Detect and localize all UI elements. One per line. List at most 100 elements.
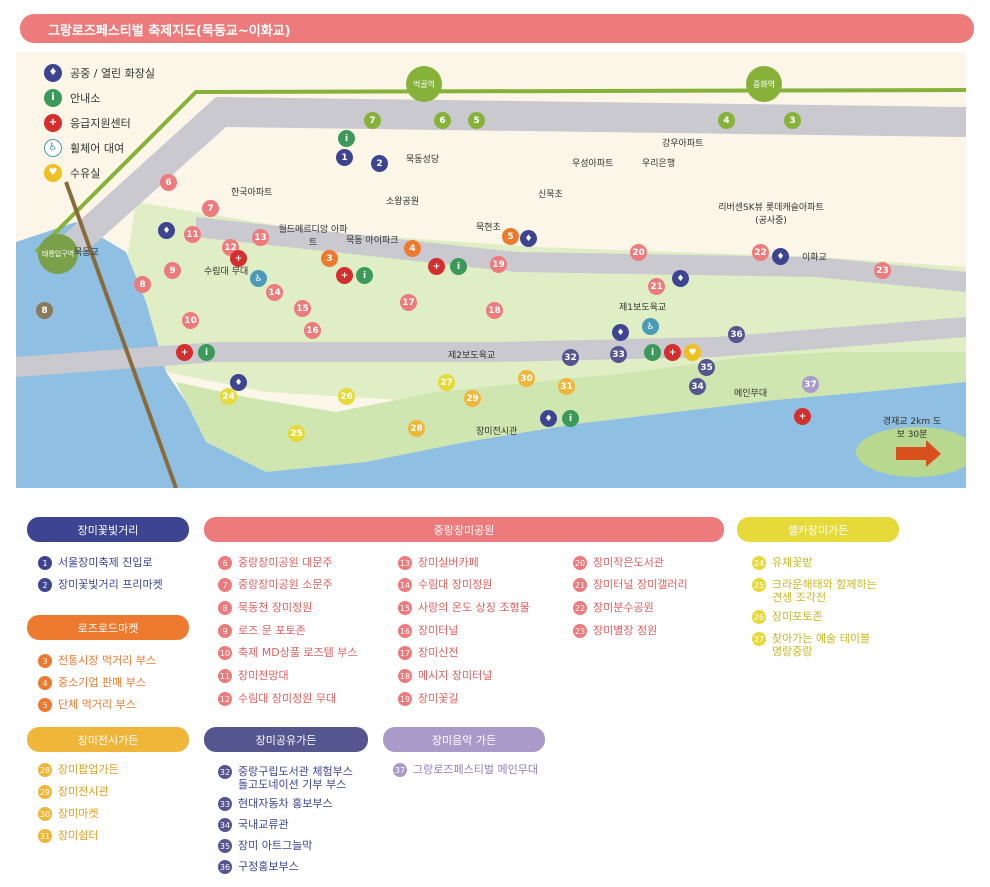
marker-32[interactable]: 32 [562,349,579,366]
marker-8-gray[interactable]: 8 [36,302,53,319]
marker-3[interactable]: 3 [321,250,338,267]
toilet-icon[interactable]: ♦ [520,230,537,247]
marker-23[interactable]: 23 [874,262,891,279]
toilet-icon[interactable]: ♦ [672,270,689,287]
toilet-icon[interactable]: ♦ [158,222,175,239]
marker-27[interactable]: 27 [438,374,455,391]
station-mukgol[interactable]: 먹골역 [406,66,442,102]
marker-34[interactable]: 34 [689,378,706,395]
first-aid-icon[interactable]: + [794,408,811,425]
info-icon[interactable]: i [356,267,373,284]
marker-8[interactable]: 8 [134,276,151,293]
marker-4[interactable]: 4 [404,240,421,257]
station-junghwa[interactable]: 중화역 [746,66,782,102]
marker-22[interactable]: 22 [752,244,769,261]
info-icon[interactable]: i [450,258,467,275]
list-item-label: 로즈 문 포토존 [238,624,306,637]
marker-29[interactable]: 29 [464,390,481,407]
first-aid-icon[interactable]: + [230,250,247,267]
marker-35[interactable]: 35 [698,359,715,376]
marker-37[interactable]: 37 [802,376,819,393]
marker-36[interactable]: 36 [728,326,745,343]
toilet-icon[interactable]: ♦ [612,324,629,341]
marker-33[interactable]: 33 [610,346,627,363]
marker-5[interactable]: 5 [502,228,519,245]
info-icon[interactable]: i [338,130,355,147]
first-aid-icon[interactable]: + [664,344,681,361]
marker-6[interactable]: 6 [160,174,177,191]
marker-7[interactable]: 7 [202,200,219,217]
wheelchair-icon[interactable]: ♿ [250,270,267,287]
info-icon[interactable]: i [562,410,579,427]
marker-31[interactable]: 31 [558,378,575,395]
marker-20[interactable]: 20 [630,244,647,261]
nursing-icon[interactable]: ♥ [684,344,701,361]
marker-25[interactable]: 25 [288,425,305,442]
toilet-icon[interactable]: ♦ [540,410,557,427]
marker-17[interactable]: 17 [400,294,417,311]
toilet-icon[interactable]: ♦ [230,374,247,391]
marker-11[interactable]: 11 [184,226,201,243]
marker-9[interactable]: 9 [164,262,181,279]
toilet-icon[interactable]: ♦ [772,248,789,265]
station-taereung[interactable]: 태릉입구역 [38,234,78,274]
first-aid-icon[interactable]: + [176,344,193,361]
marker-10[interactable]: 10 [182,312,199,329]
marker-28[interactable]: 28 [408,420,425,437]
marker-1[interactable]: 1 [336,149,353,166]
marker-19[interactable]: 19 [490,256,507,273]
info-icon[interactable]: i [198,344,215,361]
info-icon[interactable]: i [644,344,661,361]
marker-13[interactable]: 13 [252,229,269,246]
marker-15[interactable]: 15 [294,300,311,317]
wheelchair-icon[interactable]: ♿ [642,318,659,335]
first-aid-icon[interactable]: + [336,267,353,284]
first-aid-icon[interactable]: + [428,258,445,275]
marker-14[interactable]: 14 [266,284,283,301]
marker-16[interactable]: 16 [304,322,321,339]
marker-24[interactable]: 24 [220,388,237,405]
marker-26[interactable]: 26 [338,388,355,405]
marker-21[interactable]: 21 [648,278,665,295]
marker-30[interactable]: 30 [518,370,535,387]
marker-18[interactable]: 18 [486,302,503,319]
marker-2[interactable]: 2 [371,155,388,172]
